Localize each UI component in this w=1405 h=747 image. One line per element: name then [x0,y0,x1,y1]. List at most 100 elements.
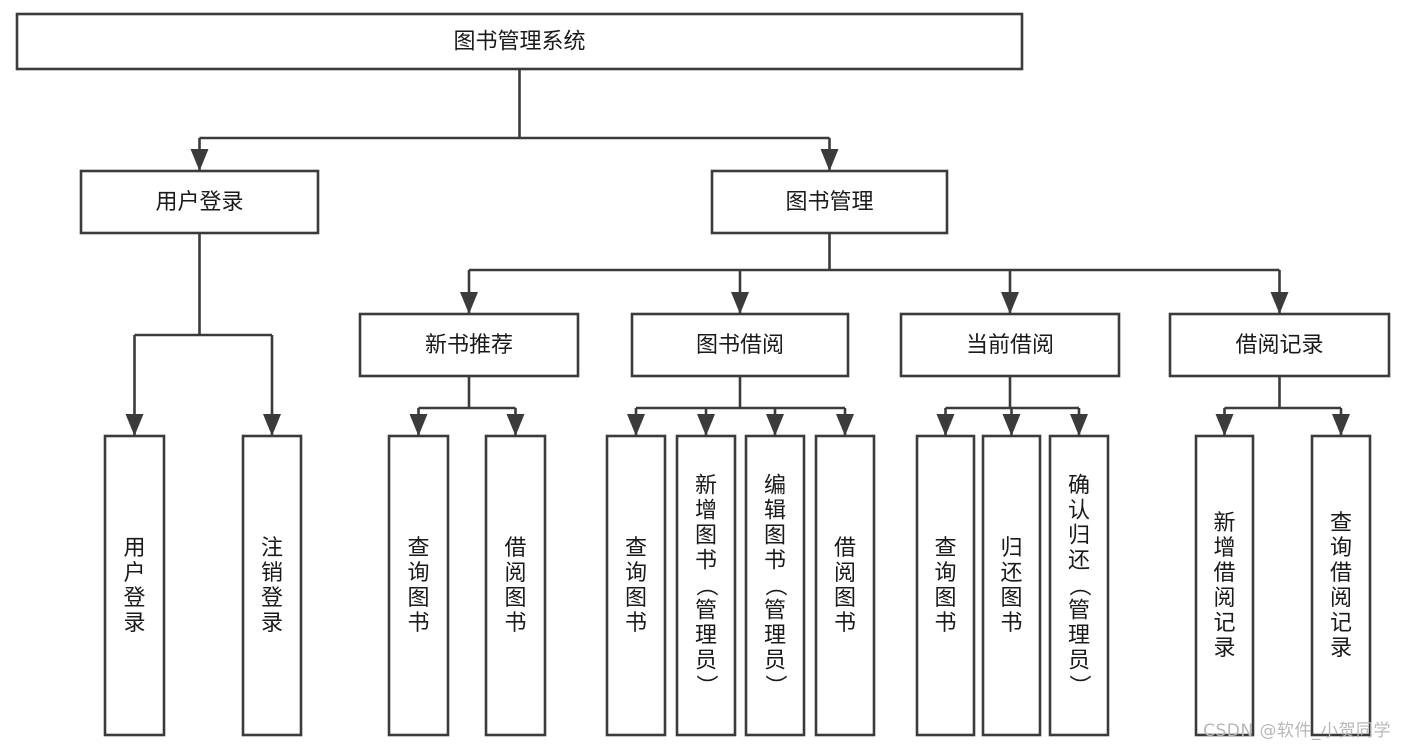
node-label-root: 图书管理系统 [453,30,585,55]
node-label-char: 管 [695,599,717,624]
node-label-char: 归 [1068,524,1090,549]
node-label-char: 询 [1330,536,1352,561]
arrowhead-icon [409,414,428,436]
node-book-manage[interactable]: 图书管理 [710,169,949,235]
node-label-char: 用 [123,536,145,561]
node-new-book-recommend[interactable]: 新书推荐 [358,312,580,378]
node-label-char: 阅 [834,561,856,586]
node-label-char: 询 [934,561,956,586]
node-label-user-login: 用户登录 [155,190,243,215]
node-label-new-book-recommend: 新书推荐 [425,333,513,358]
node-label-char: 查 [934,536,956,561]
node-box-leaf-edit-book-admin[interactable] [744,434,806,737]
node-label-char: 登 [261,586,283,611]
node-box-leaf-query-book-rec[interactable] [387,434,450,737]
node-label-char: 录 [1213,636,1235,661]
node-box-current-borrow[interactable] [899,312,1121,378]
node-label-char: 管 [1068,599,1090,624]
node-borrow-record[interactable]: 借阅记录 [1168,312,1391,378]
node-label-char: 增 [695,499,717,524]
node-label-char: 书 [934,611,956,636]
arrowhead-icon [125,414,144,436]
node-user-login[interactable]: 用户登录 [79,169,320,235]
node-box-leaf-add-book-admin[interactable] [675,434,737,737]
node-label-char: 辑 [764,499,786,524]
node-label-char: 询 [625,561,647,586]
node-label-current-borrow: 当前借阅 [966,333,1054,358]
node-label-char: 记 [1213,611,1235,636]
arrowhead-icon [731,292,749,314]
node-leaf-user-login[interactable]: 用户登录 [103,434,166,737]
node-label-book-borrow: 图书借阅 [696,333,784,358]
node-box-leaf-return-book[interactable] [981,434,1042,737]
node-box-leaf-confirm-return-admin[interactable] [1048,434,1110,737]
node-box-leaf-query-borrow-record[interactable] [1310,434,1372,737]
arrowhead-icon [1070,414,1088,436]
node-label-char: （ [762,574,787,596]
node-current-borrow[interactable]: 当前借阅 [899,312,1121,378]
node-label-char: 书 [504,611,526,636]
node-label-char: 增 [1213,536,1235,561]
node-label-char: 归 [1000,536,1022,561]
arrowhead-icon [820,149,839,171]
node-label-book-manage: 图书管理 [785,190,873,215]
arrowhead-icon [1002,414,1021,436]
node-label-char: 确 [1068,474,1090,499]
arrowhead-icon [1332,414,1350,436]
node-box-book-borrow[interactable] [630,312,850,378]
node-label-char: （ [1066,574,1091,596]
node-box-user-login[interactable] [79,169,320,235]
node-label-char: 书 [764,549,786,574]
node-label-char: 图 [407,586,429,611]
node-label-char: 图 [504,586,526,611]
node-layer: 图书管理系统用户登录图书管理新书推荐图书借阅当前借阅借阅记录用户登录注销登录查询… [15,12,1391,737]
node-root[interactable]: 图书管理系统 [15,12,1024,71]
node-box-leaf-query-book-current[interactable] [915,434,976,737]
node-label-char: 认 [1068,499,1090,524]
node-box-new-book-recommend[interactable] [358,312,580,378]
node-label-char: 查 [407,536,429,561]
node-label-char: 登 [123,586,145,611]
node-label-char: 记 [1330,611,1352,636]
node-box-leaf-add-borrow-record[interactable] [1194,434,1255,737]
node-label-char: ） [762,674,787,696]
node-box-leaf-user-login[interactable] [103,434,166,737]
connector-layer [125,69,1350,436]
node-box-book-manage[interactable] [710,169,949,235]
node-label-char: 借 [1213,561,1235,586]
node-label-char: 员 [695,649,717,674]
node-label-char: 理 [1068,624,1090,649]
node-box-leaf-borrow-book-rec[interactable] [484,434,547,737]
node-label-char: ） [1066,674,1091,696]
node-box-leaf-user-logout[interactable] [241,434,303,737]
node-label-char: 员 [764,649,786,674]
node-book-borrow[interactable]: 图书借阅 [630,312,850,378]
node-label-char: 还 [1000,561,1022,586]
node-label-char: 还 [1068,549,1090,574]
node-label-char: 图 [1000,586,1022,611]
node-label-char: 录 [261,611,283,636]
node-label-char: 新 [1213,511,1235,536]
node-label-char: 理 [695,624,717,649]
arrowhead-icon [627,414,645,436]
node-box-root[interactable] [15,12,1024,71]
node-box-leaf-query-book-borrow[interactable] [605,434,667,737]
node-label-char: 编 [764,474,786,499]
node-box-borrow-record[interactable] [1168,312,1391,378]
node-label-char: 书 [1000,611,1022,636]
node-box-leaf-borrow-book[interactable] [814,434,876,737]
